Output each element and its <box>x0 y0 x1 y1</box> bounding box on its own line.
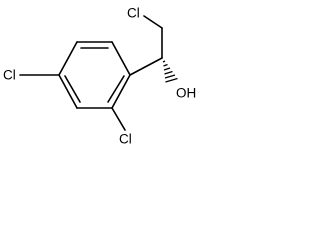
ring-bond <box>58 41 78 76</box>
ring-bond <box>111 41 131 76</box>
bond-ring-to-chiral-carbon <box>129 57 163 76</box>
benzene-ring <box>58 41 131 109</box>
ring-bond <box>58 74 78 109</box>
bond-ch2-to-cl-top <box>143 15 163 29</box>
hydroxyl-label: OH <box>176 86 196 101</box>
cl-top-label: Cl <box>127 6 140 21</box>
ring-bond <box>111 74 131 109</box>
cl-ortho-label: Cl <box>119 132 132 147</box>
hashed-wedge-bond <box>162 60 178 83</box>
ring-double-bond <box>107 75 125 103</box>
ring-double-bond <box>64 75 81 103</box>
cl-left-label: Cl <box>3 68 16 83</box>
bond-ring-to-cl-ortho <box>111 107 126 131</box>
structure-diagram: Cl Cl Cl OH <box>3 6 196 147</box>
